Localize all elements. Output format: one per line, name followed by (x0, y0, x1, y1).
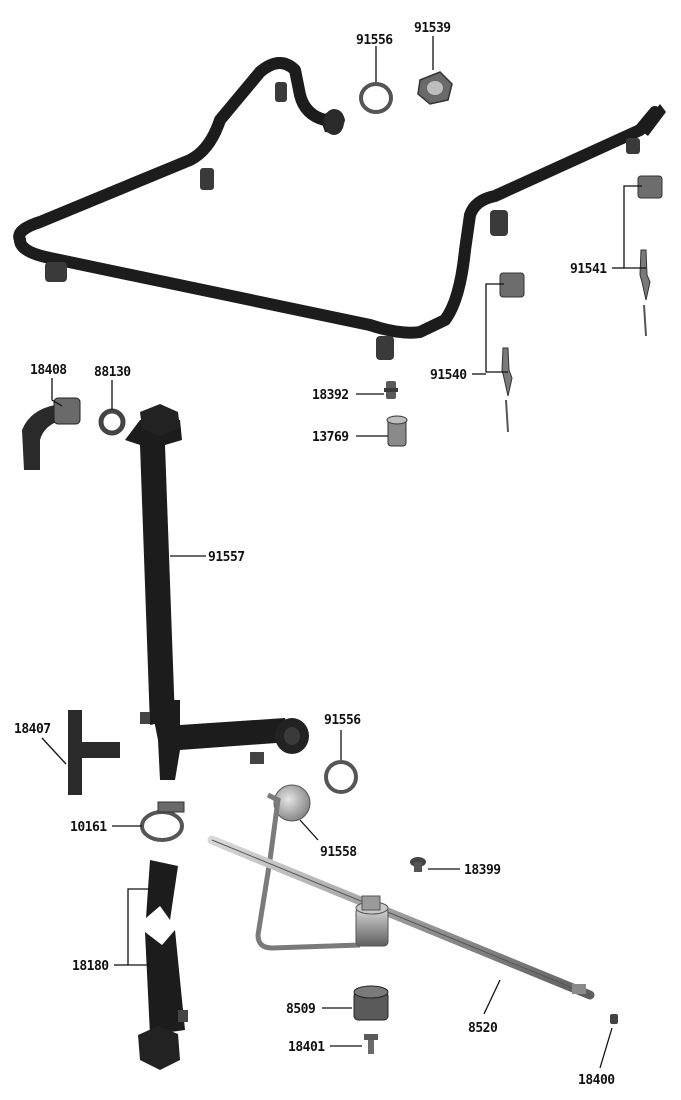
nozzle-stub (376, 336, 394, 360)
hose-18180 (138, 860, 188, 1070)
hose-clamp-10161 (140, 801, 185, 842)
label-91540: 91540 (430, 368, 467, 383)
plug-18399 (410, 857, 426, 872)
hose-assembly-91557 (125, 404, 309, 780)
label-8509: 8509 (286, 1002, 315, 1017)
label-18399: 18399 (464, 863, 501, 878)
spring-18400 (610, 1014, 618, 1024)
label-18407: 18407 (14, 722, 51, 737)
label-13769: 13769 (312, 430, 349, 445)
hex-nut-91539 (417, 71, 453, 105)
leader-lines (41, 36, 646, 1069)
label-10161: 10161 (70, 820, 107, 835)
label-91556-top: 91556 (356, 33, 393, 48)
label-91556-mid: 91556 (324, 713, 361, 728)
fitting-18392 (384, 381, 398, 399)
label-18392: 18392 (312, 388, 349, 403)
label-18400: 18400 (578, 1073, 615, 1088)
nut-8509 (353, 985, 389, 1021)
label-8520: 8520 (468, 1021, 498, 1036)
clip-91541 (637, 175, 663, 337)
screw-18401 (364, 1034, 378, 1054)
upper-spray-manifold-hose (13, 57, 666, 360)
nozzle-stub (45, 262, 67, 282)
nozzle-stub (490, 210, 508, 236)
label-18180: 18180 (72, 959, 109, 974)
part-labels: 91556 91539 91541 91540 18408 88130 1839… (14, 21, 616, 1088)
label-91539: 91539 (414, 21, 451, 36)
nozzle-stub (626, 138, 640, 154)
nozzle-stub (275, 82, 287, 102)
label-91541: 91541 (570, 262, 607, 277)
spray-arm-8520 (207, 835, 595, 1000)
label-18401: 18401 (288, 1040, 325, 1055)
label-18408: 18408 (30, 363, 67, 378)
washer-88130 (98, 408, 126, 436)
elbow-fitting-18408 (22, 397, 81, 470)
tee-fitting-18407 (68, 710, 120, 795)
o-ring-91556-top (359, 82, 393, 114)
label-91557: 91557 (208, 550, 245, 565)
o-ring-91556-mid (324, 760, 358, 794)
label-88130: 88130 (94, 365, 131, 380)
nozzle-stub (200, 168, 214, 190)
nozzle-cap-13769 (386, 415, 408, 447)
deflector-91558 (255, 784, 361, 951)
clip-91540 (499, 272, 525, 433)
label-91558: 91558 (320, 845, 357, 860)
